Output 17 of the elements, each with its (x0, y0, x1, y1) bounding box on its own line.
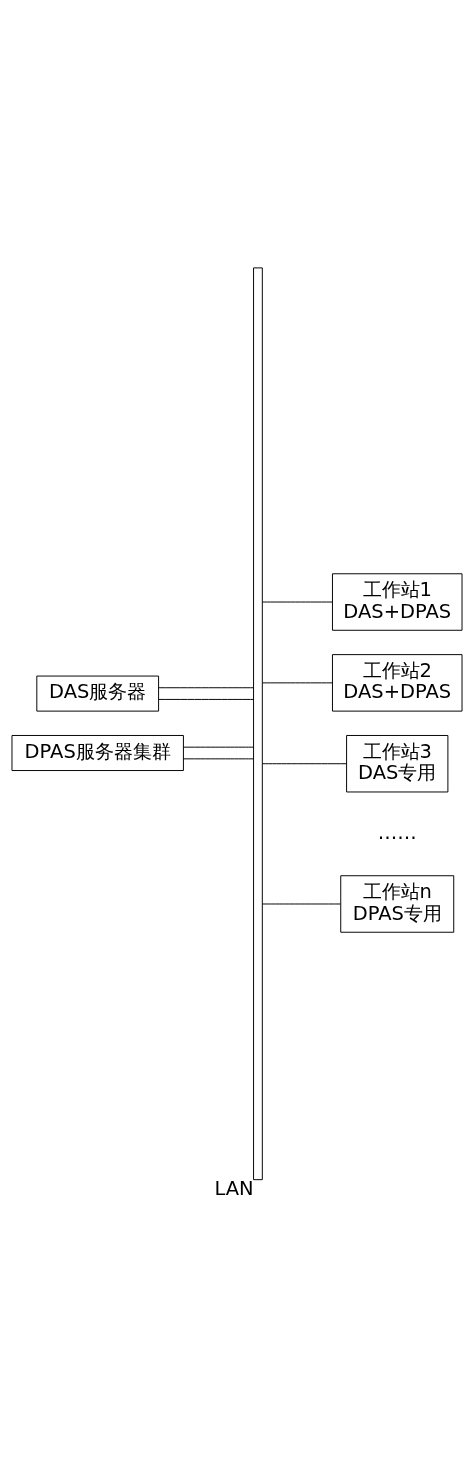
node-label: LAN (214, 1177, 254, 1201)
node-box: 工作站3 DAS专用 (346, 735, 449, 793)
node-box: DPAS服务器集群 (11, 735, 184, 772)
connector (262, 682, 333, 684)
node-bar (253, 267, 263, 1181)
connector (262, 601, 333, 603)
connector (262, 763, 347, 765)
connector (182, 758, 254, 760)
node-box: 工作站n DPAS专用 (340, 875, 455, 933)
connector (158, 698, 254, 700)
connector (182, 746, 254, 748)
connector (158, 687, 254, 689)
node-box: 工作站2 DAS+DPAS (331, 654, 463, 712)
node-box: 工作站1 DAS+DPAS (331, 573, 463, 631)
label: …… (377, 820, 417, 844)
connector (262, 903, 341, 905)
node-box: DAS服务器 (36, 675, 160, 712)
